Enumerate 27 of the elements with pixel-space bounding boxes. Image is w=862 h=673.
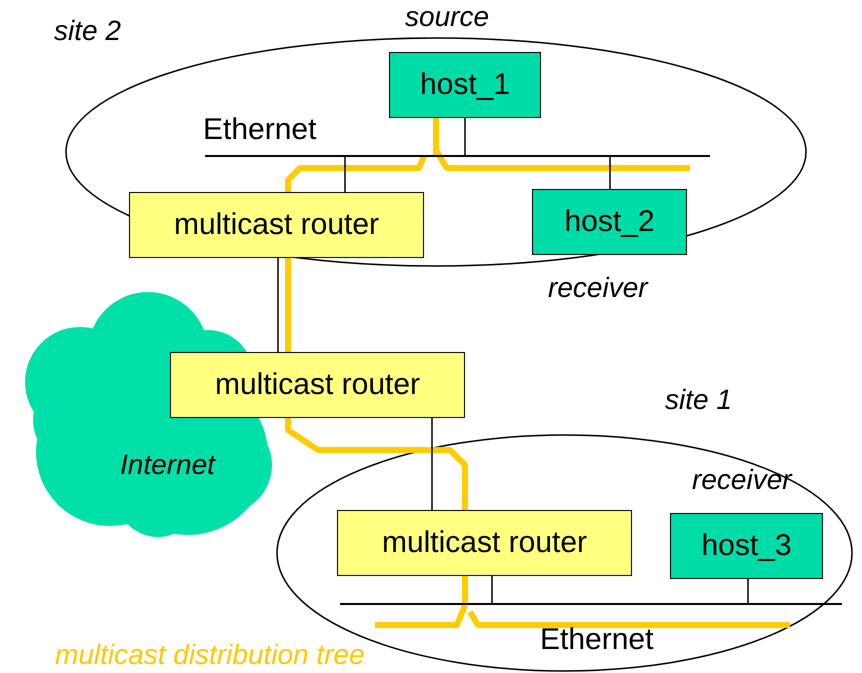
host-box: host_1: [389, 52, 541, 118]
network-label: Ethernet: [540, 623, 654, 657]
connector-line: [464, 118, 466, 156]
connector-line: [747, 579, 749, 604]
site-label: site 1: [665, 385, 732, 416]
host-box: host_3: [670, 513, 823, 579]
role-label: receiver: [692, 465, 792, 496]
router-box: multicast router: [337, 510, 632, 576]
connector-line: [431, 418, 433, 510]
connector-line: [344, 156, 346, 192]
connector-line: [491, 576, 493, 604]
distribution-tree-path: [462, 576, 468, 604]
connector-line: [609, 156, 611, 189]
router-box: multicast router: [170, 352, 465, 418]
host-box: host_2: [532, 189, 687, 255]
connector-line: [277, 258, 279, 352]
distribution-tree-path: [433, 118, 439, 156]
distribution-tree-path: [285, 154, 427, 192]
router-box: multicast router: [129, 192, 424, 258]
cloud-label: Internet: [120, 450, 215, 481]
tree-caption: multicast distribution tree: [55, 640, 365, 671]
site-label: site 2: [54, 16, 121, 47]
distribution-tree-path: [285, 418, 468, 510]
distribution-tree-path: [285, 258, 291, 352]
role-label: source: [405, 2, 490, 33]
role-label: receiver: [548, 273, 648, 304]
network-label: Ethernet: [203, 113, 316, 147]
